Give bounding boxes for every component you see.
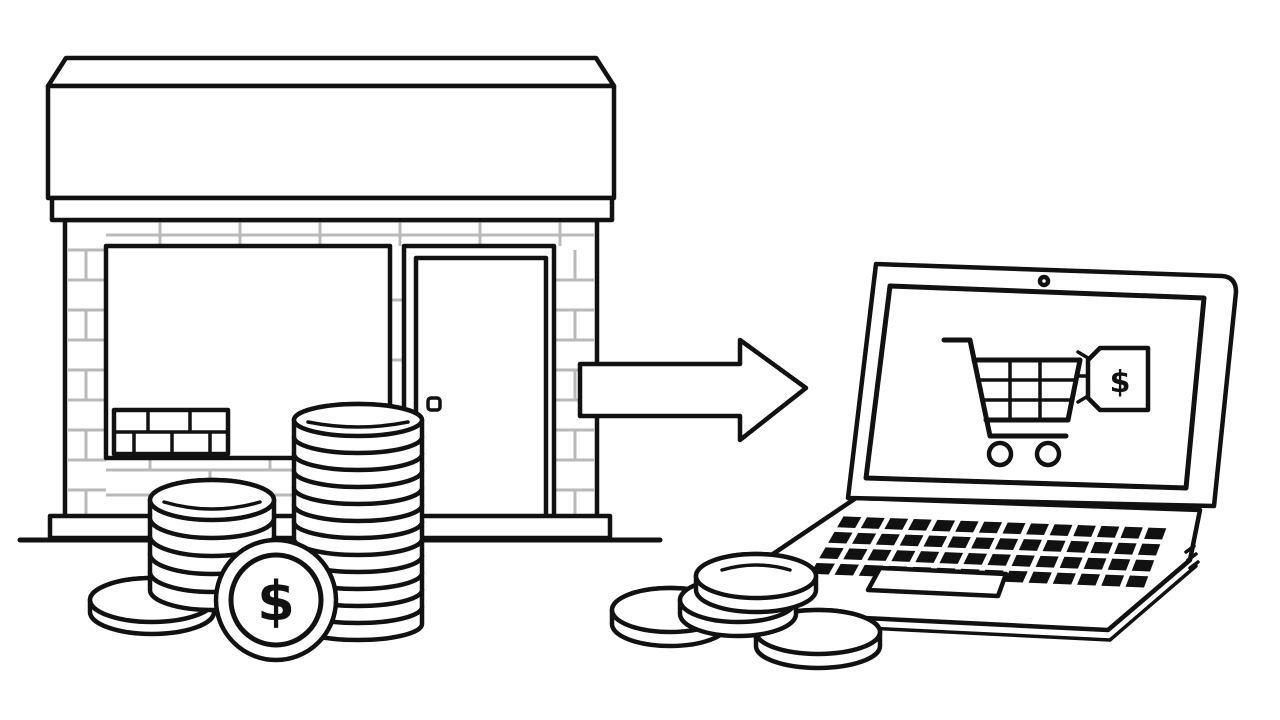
keyboard-key <box>987 553 1011 566</box>
keyboard-key <box>860 517 885 529</box>
keyboard-key <box>1107 558 1131 571</box>
keyboard-key <box>1026 523 1049 536</box>
keyboard-key <box>1125 575 1149 588</box>
laptop-ports <box>1184 544 1200 570</box>
dollar-coin: $ <box>213 537 339 663</box>
keyboard-key <box>899 534 924 547</box>
keyboard-key <box>915 551 940 563</box>
keyboard-key <box>1052 572 1076 585</box>
right-arrow-icon <box>577 337 809 443</box>
keyboard-key <box>931 519 956 532</box>
tag-dollar-symbol: $ <box>1110 365 1131 400</box>
keyboard-key <box>1011 554 1035 567</box>
keyboard-key <box>1018 539 1042 551</box>
keyboard-key <box>1042 540 1066 552</box>
keyboard-key <box>1059 556 1083 569</box>
keyboard <box>810 516 1167 588</box>
trackpad <box>865 565 1009 599</box>
keyboard-key <box>923 535 948 548</box>
keyboard-key <box>867 549 892 561</box>
coin-stack-icon: $ <box>87 401 425 663</box>
laptop-screen <box>863 283 1207 491</box>
keyboard-key <box>1077 573 1101 586</box>
coin-pile-icon <box>609 551 883 671</box>
keyboard-key <box>1131 559 1155 572</box>
door <box>413 255 549 535</box>
laptop-lid <box>845 261 1239 509</box>
keyboard-key <box>1083 557 1107 570</box>
keyboard-key <box>828 531 853 544</box>
laptop-icon: $ <box>739 261 1239 642</box>
keyboard-key <box>1004 570 1028 583</box>
keyboard-key <box>1096 525 1120 538</box>
keyboard-key <box>1035 555 1059 568</box>
awning <box>45 83 617 201</box>
coin-top <box>693 551 819 615</box>
awning-rail <box>49 195 615 223</box>
keyboard-key <box>1114 542 1137 555</box>
keyboard-key <box>1101 574 1125 587</box>
keyboard-key <box>891 550 916 562</box>
keyboard-key <box>843 548 868 560</box>
keyboard-key <box>834 563 859 576</box>
keyboard-key <box>963 553 988 565</box>
keyboard-key <box>1073 525 1096 537</box>
shopping-cart-icon <box>941 337 1083 468</box>
keyboard-key <box>955 520 979 533</box>
window-sill-bricks <box>111 407 231 457</box>
keyboard-key <box>939 552 964 564</box>
keyboard-key <box>1120 526 1143 539</box>
door-knob <box>426 396 442 412</box>
keyboard-key <box>1066 540 1090 553</box>
keyboard-key <box>875 533 900 546</box>
tall-stack-coin <box>291 401 425 456</box>
keyboard-key <box>1137 543 1161 556</box>
keyboard-key <box>978 521 1003 534</box>
keyboard-key <box>971 537 995 550</box>
webcam <box>1037 274 1051 288</box>
keyboard-key <box>1049 524 1073 536</box>
keyboard-key <box>1028 571 1052 584</box>
keyboard-key <box>852 532 877 545</box>
keyboard-key <box>884 518 909 530</box>
awning-top <box>45 55 617 89</box>
keyboard-key <box>837 516 862 528</box>
keyboard-key <box>908 519 932 531</box>
price-tag-icon: $ <box>1074 345 1151 413</box>
keyboard-key <box>819 547 844 560</box>
keyboard-key <box>1144 527 1167 540</box>
coin-dollar-symbol: $ <box>257 570 295 633</box>
short-stack-coin <box>147 477 277 541</box>
keyboard-key <box>1090 541 1113 554</box>
keyboard-key <box>947 536 971 549</box>
keyboard-key <box>1002 522 1026 535</box>
keyboard-key <box>994 538 1019 550</box>
